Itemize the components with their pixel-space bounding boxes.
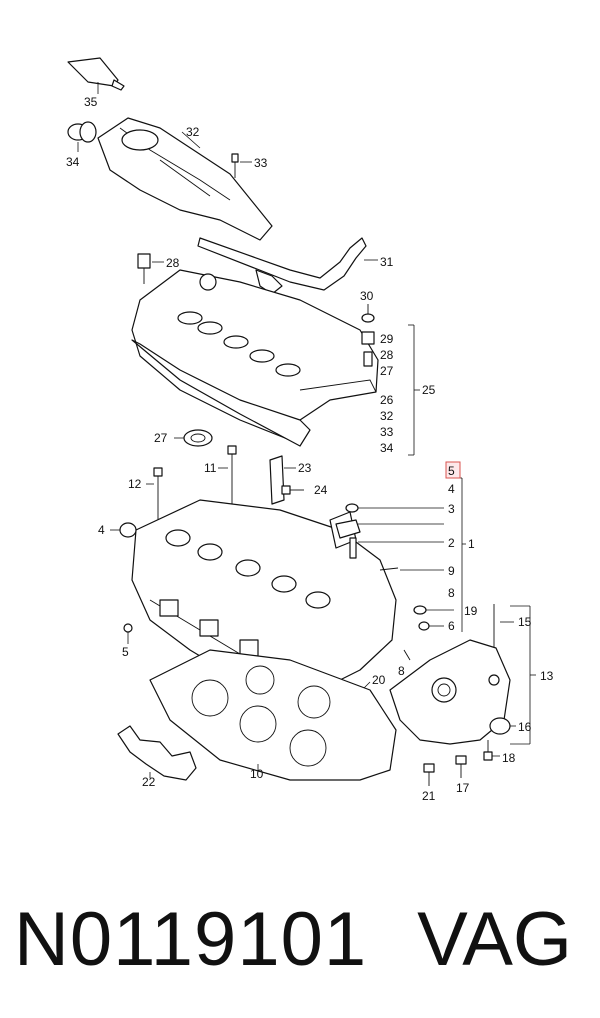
callout: 34 [380,441,394,455]
head-gasket [149,649,397,781]
part-3 [345,503,444,513]
callout: 22 [142,775,156,789]
callout: 5 [122,645,129,659]
callout: 11 [204,461,217,475]
brand-name: VAG [417,897,572,982]
callout: 16 [518,720,532,734]
callout: 18 [502,751,516,765]
callout: 15 [518,615,532,629]
callout: 24 [314,483,328,497]
bolt-17 [455,755,467,778]
callout: 8 [448,586,455,600]
callout: 4 [448,482,455,496]
exploded-parts-diagram: 35 34 32 33 28 31 30 29 28 27 25 26 32 3… [66,57,554,803]
bracket-23 [269,455,296,505]
callout: 28 [380,348,394,362]
callout: 31 [380,255,394,269]
callout: 13 [540,669,554,683]
breather-plug [67,121,97,152]
callout: 20 [372,673,386,687]
callout: 33 [254,156,268,170]
caption-bar: N0119101 VAG [0,885,600,995]
callout: 32 [380,409,394,423]
callout: 5 [448,464,455,478]
callout: 26 [380,393,394,407]
part-number: N0119101 [14,897,368,982]
pin-8 [403,649,411,661]
callout: 28 [166,256,180,270]
washer-6 [418,621,444,631]
oil-separator [97,117,273,241]
callout: 9 [448,564,455,578]
callout: 1 [468,537,475,551]
seal-27 [174,429,213,447]
callout: 32 [186,125,200,139]
washer-19 [413,605,454,615]
head-bolt-12 [146,467,163,520]
callout: 35 [84,95,98,109]
callout: 4 [98,523,105,537]
callout: 33 [380,425,394,439]
callout: 25 [422,383,436,397]
callout: 23 [298,461,312,475]
sensor-28 [137,253,164,284]
cover-plate-22 [117,725,197,781]
bolt-21 [423,763,435,786]
breather-hose [197,237,378,295]
callout: 17 [456,781,470,795]
plug-5 [123,623,133,644]
callout: 2 [448,536,455,550]
callout: 29 [380,332,394,346]
callout: 27 [380,364,394,378]
plug-4 [110,522,137,538]
highlight-box [445,461,461,479]
callout: 34 [66,155,80,169]
sealant-tube [67,57,125,94]
bolt-stack-29-30 [361,304,375,367]
stud-15 [493,604,514,650]
callout: 27 [154,431,168,445]
bolt-24 [281,485,304,495]
seal-16 [489,717,516,735]
stud-9 [379,567,444,571]
timing-cover [389,605,536,745]
callout: 8 [398,664,405,678]
callout: 12 [128,477,142,491]
bolt-18 [483,740,500,761]
head-bolt-11 [218,445,237,505]
cylinder-head [131,499,397,701]
callout: 30 [360,289,374,303]
callout: 19 [464,604,478,618]
callout: 21 [422,789,436,803]
part-2 [335,519,444,559]
callout: 3 [448,502,455,516]
callout: 10 [250,767,264,781]
cylinder-head-cover [131,269,379,447]
bolt-33 [231,153,252,178]
callout: 6 [448,619,455,633]
